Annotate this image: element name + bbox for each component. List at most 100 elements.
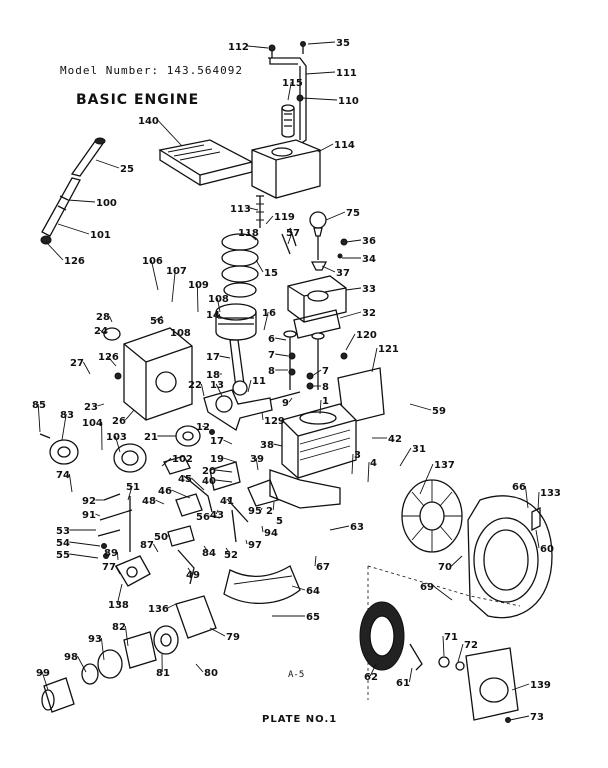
- callout-label: 121: [378, 344, 399, 355]
- leader-line: [265, 215, 274, 225]
- leader-line: [195, 663, 204, 673]
- leader-line: [247, 45, 269, 49]
- callout-label: 32: [362, 308, 376, 319]
- leader-line: [215, 383, 223, 397]
- leader-line: [419, 463, 434, 495]
- piston-rings: [221, 233, 259, 298]
- leader-line: [287, 81, 292, 101]
- callout-label: 71: [444, 632, 458, 643]
- callout-label: 3: [354, 450, 361, 461]
- callout-label: 40: [202, 476, 216, 487]
- callout-label: 4: [370, 458, 377, 469]
- callout-label: 56: [150, 316, 164, 327]
- leader-line: [277, 517, 280, 521]
- leader-line: [535, 529, 540, 549]
- callout-label: 5: [276, 516, 283, 527]
- leader-line: [247, 379, 252, 393]
- flywheel: [401, 479, 463, 553]
- callout-label: 1: [322, 396, 329, 407]
- callout-label: 27: [70, 358, 84, 369]
- leader-line: [339, 311, 362, 319]
- carburetor-stud: [256, 195, 297, 255]
- leader-line: [317, 143, 334, 153]
- leader-line: [329, 525, 350, 531]
- air-cleaner-bracket: [268, 41, 307, 145]
- callout-label: 57: [286, 228, 300, 239]
- leader-line: [215, 509, 219, 515]
- callout-label: 7: [268, 350, 275, 361]
- callout-label: 79: [226, 632, 240, 643]
- callout-label: 33: [362, 284, 376, 295]
- leader-line: [272, 501, 275, 511]
- callout-label: 60: [540, 544, 554, 555]
- callout-label: 46: [158, 486, 172, 497]
- starter-housing: [465, 647, 519, 723]
- callout-label: 112: [228, 42, 249, 53]
- leader-line: [215, 469, 233, 473]
- governor-linkage: [163, 455, 279, 543]
- callout-label: 129: [264, 416, 285, 427]
- callout-label: 54: [56, 538, 70, 549]
- leader-line: [291, 585, 306, 591]
- page-reference: A-5: [288, 670, 305, 680]
- callout-label: 109: [188, 280, 209, 291]
- leader-line: [509, 715, 530, 721]
- rewind-starter-area: [359, 565, 521, 700]
- callout-label: 64: [306, 586, 320, 597]
- callout-label: 59: [432, 406, 446, 417]
- leader-lines: [37, 41, 540, 721]
- callout-label: 115: [282, 78, 303, 89]
- air-cleaner-housing: [251, 139, 321, 199]
- leader-line: [442, 635, 445, 657]
- callout-label: 24: [94, 326, 108, 337]
- crankcase-cover-left: [103, 327, 193, 421]
- leader-line: [108, 315, 113, 323]
- leader-line: [408, 667, 413, 683]
- leader-line: [68, 473, 73, 493]
- callout-label: 81: [156, 668, 170, 679]
- callout-label: 83: [60, 410, 74, 421]
- crankshaft: [203, 389, 301, 431]
- leader-line: [37, 403, 41, 433]
- callout-label: 17: [206, 352, 220, 363]
- leader-line: [275, 353, 289, 357]
- callout-label: 110: [338, 96, 359, 107]
- leader-line: [319, 399, 322, 415]
- throttle-controls: [97, 493, 195, 587]
- callout-label: 107: [166, 266, 187, 277]
- callout-label: 133: [540, 488, 561, 499]
- callout-label: 56: [196, 512, 210, 523]
- callout-label: 8: [322, 382, 329, 393]
- callout-label: 94: [264, 528, 278, 539]
- leader-line: [255, 259, 264, 273]
- leader-line: [287, 231, 293, 245]
- callout-label: 89: [104, 548, 118, 559]
- leader-line: [369, 663, 377, 677]
- leader-line: [245, 539, 248, 545]
- leader-line: [83, 361, 91, 375]
- callout-label: 35: [336, 38, 350, 49]
- callout-label: 11: [252, 376, 266, 387]
- callout-label: 140: [138, 116, 159, 127]
- valves: [283, 330, 325, 390]
- leader-line: [41, 671, 49, 691]
- leader-line: [351, 453, 354, 475]
- air-filter-element: [158, 139, 254, 186]
- callout-label: 82: [112, 622, 126, 633]
- leader-line: [249, 207, 259, 211]
- callout-label: 84: [202, 548, 216, 559]
- leader-line: [67, 199, 96, 203]
- leader-line: [311, 369, 322, 377]
- leader-line: [116, 583, 123, 605]
- callout-label: 85: [32, 400, 46, 411]
- leader-line: [157, 119, 183, 147]
- leader-line: [451, 555, 463, 567]
- callout-label: 108: [208, 294, 229, 305]
- leader-line: [215, 479, 233, 483]
- leader-line: [200, 383, 205, 397]
- callout-label: 26: [112, 416, 126, 427]
- leader-line: [345, 287, 362, 291]
- model-number: Model Number: 143.564092: [60, 64, 243, 77]
- leader-line: [95, 513, 101, 517]
